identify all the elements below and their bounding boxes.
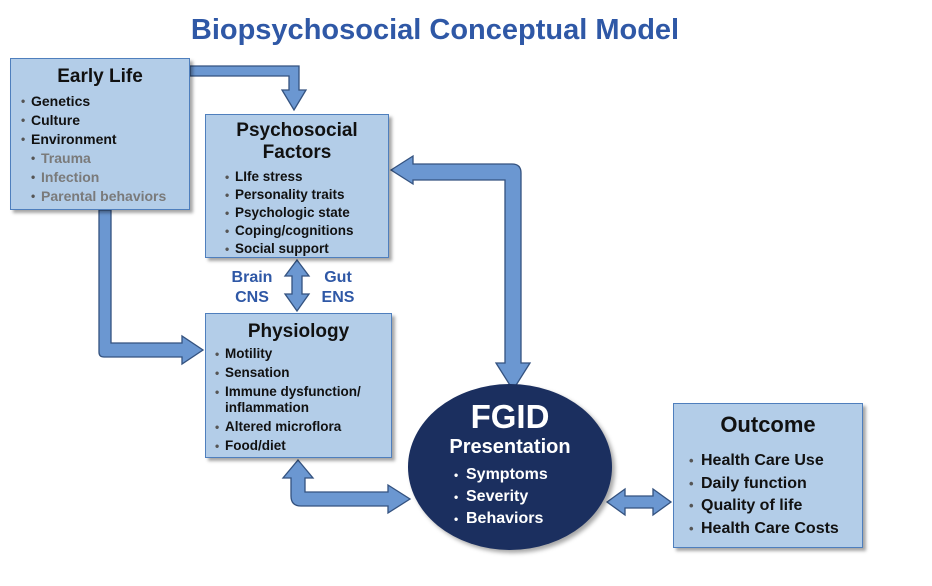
diagram-title: Biopsychosocial Conceptual Model <box>190 14 680 46</box>
gut-label: Gut <box>324 269 352 286</box>
arrow-psychosocial-fgid <box>389 154 532 392</box>
early-life-sub-item: Infection <box>11 168 189 187</box>
early-life-item: Genetics <box>11 92 189 111</box>
outcome-item: Quality of life <box>674 495 862 518</box>
fgid-item: Severity <box>408 486 612 508</box>
early-life-item: Culture <box>11 111 189 130</box>
arrow-early-to-physiology <box>98 209 205 366</box>
early-life-sub-item: Parental behaviors <box>11 187 189 206</box>
outcome-item: Daily function <box>674 473 862 496</box>
arrow-brain-gut <box>283 258 311 313</box>
arrow-physiology-fgid <box>281 458 412 515</box>
arrow-early-to-psychosocial <box>189 65 308 112</box>
psychosocial-item: Psychologic state <box>206 204 388 222</box>
psychosocial-item: Social support <box>206 240 388 258</box>
cns-label: CNS <box>235 289 269 306</box>
fgid-item: Symptoms <box>408 464 612 486</box>
fgid-title: FGID <box>470 398 550 435</box>
physiology-box: Physiology Motility Sensation Immune dys… <box>205 313 392 458</box>
outcome-item: Health Care Use <box>674 450 862 473</box>
ens-label: ENS <box>321 289 355 306</box>
psychosocial-item: LIfe stress <box>206 168 388 186</box>
fgid-item: Behaviors <box>408 508 612 530</box>
fgid-presentation-ellipse: FGID Presentation Symptoms Severity Beha… <box>408 384 612 550</box>
early-life-box: Early Life Genetics Culture Environment … <box>10 58 190 210</box>
physiology-item: Sensation <box>206 365 391 381</box>
outcome-item: Health Care Costs <box>674 518 862 541</box>
psychosocial-title: Psychosocial Factors <box>236 120 358 163</box>
brain-label: Brain <box>231 269 273 286</box>
fgid-subtitle: Presentation <box>449 436 571 458</box>
brain-cns-label: Brain CNS <box>222 268 282 308</box>
physiology-item: Food/diet <box>206 438 391 454</box>
arrow-fgid-outcome <box>605 487 673 517</box>
physiology-item: Altered microflora <box>206 419 391 435</box>
outcome-box: Outcome Health Care Use Daily function Q… <box>673 403 863 548</box>
outcome-title: Outcome <box>720 412 816 437</box>
early-life-sub-item: Trauma <box>11 149 189 168</box>
psychosocial-item: Coping/cognitions <box>206 222 388 240</box>
physiology-item: Motility <box>206 346 391 362</box>
gut-ens-label: Gut ENS <box>308 268 368 308</box>
early-life-item: Environment <box>11 130 189 149</box>
early-life-title: Early Life <box>57 66 143 87</box>
physiology-title: Physiology <box>247 321 350 342</box>
physiology-item: Immune dysfunction/ inflammation <box>206 384 391 416</box>
psychosocial-box: Psychosocial Factors LIfe stress Persona… <box>205 114 389 258</box>
psychosocial-item: Personality traits <box>206 186 388 204</box>
